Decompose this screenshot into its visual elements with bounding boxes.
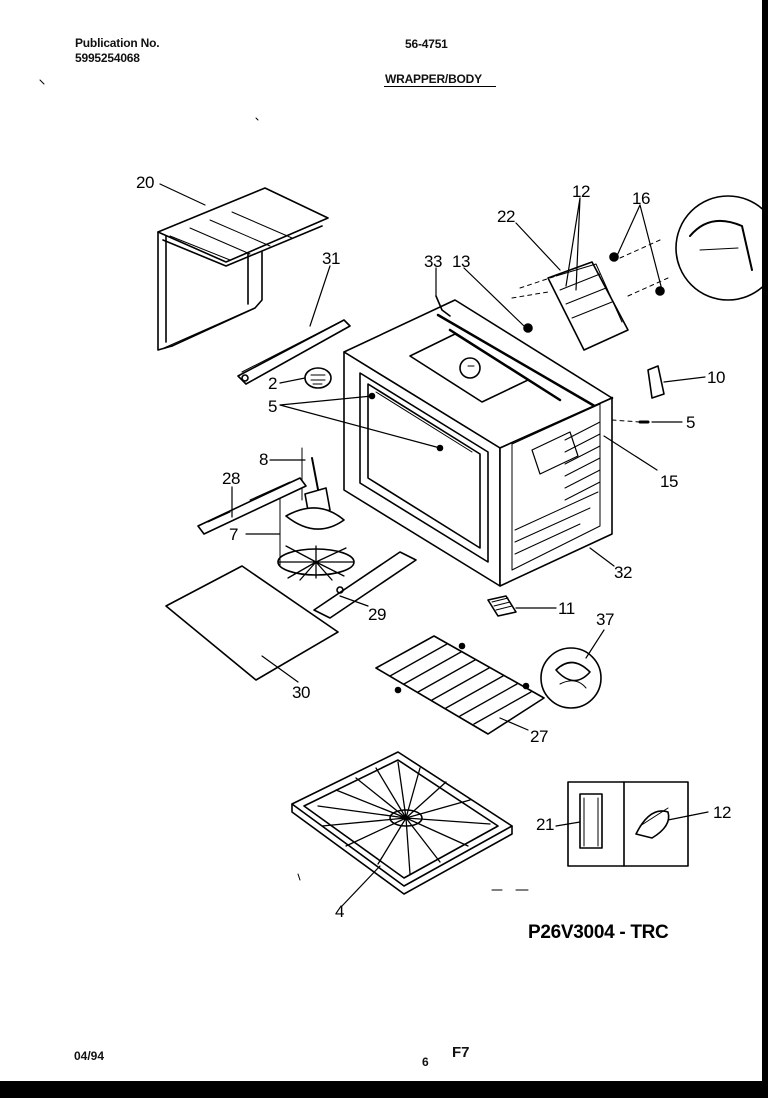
scan-marks [40, 80, 528, 890]
callout-37: 37 [596, 610, 614, 629]
parts-inset-box [568, 782, 688, 866]
callout-31: 31 [322, 249, 340, 268]
tray-plate-part [166, 566, 338, 680]
footer-page-number: 6 [422, 1055, 429, 1069]
footer-figure: F7 [452, 1044, 470, 1061]
callout-28: 28 [222, 469, 240, 488]
top-bracket-part [436, 296, 450, 316]
lower-rail-part [314, 552, 416, 618]
drip-pan-part [292, 752, 512, 894]
small-round-part [305, 368, 331, 388]
outer-wrapper-part [158, 188, 328, 350]
model-number: 56-4751 [405, 37, 448, 51]
hinge-bracket-part [512, 240, 668, 350]
header-rule [384, 86, 496, 87]
callout-33: 33 [424, 252, 442, 271]
detail-view-circle [676, 196, 762, 300]
footer-date: 04/94 [74, 1049, 105, 1063]
callout-4: 4 [335, 902, 344, 921]
publication-number: 5995254068 [75, 51, 140, 65]
clip-part [648, 366, 664, 398]
stirrer-assembly-part [278, 448, 354, 580]
callout-29: 29 [368, 605, 386, 624]
callout-16: 16 [632, 189, 650, 208]
callout-32: 32 [614, 563, 632, 582]
callout-11: 11 [558, 599, 575, 618]
leader-lines [160, 184, 708, 906]
circular-detail-part [541, 648, 601, 708]
callout-12: 12 [572, 182, 590, 201]
section-title: WRAPPER/BODY [385, 72, 482, 86]
callout-7: 7 [229, 525, 238, 544]
callout-20: 20 [136, 173, 154, 192]
callout-12-inset: 12 [713, 803, 731, 822]
trim-bar-part [238, 320, 350, 384]
diagram-code: P26V3004 - TRC [528, 922, 669, 943]
callout-30: 30 [292, 683, 310, 702]
oven-rack-part [376, 636, 544, 734]
callout-13: 13 [452, 252, 470, 271]
drive-rod-part [198, 478, 306, 534]
oven-body-part [344, 300, 612, 586]
callout-2: 2 [268, 374, 277, 393]
callout-5-left: 5 [268, 397, 277, 416]
callout-5-right: 5 [686, 413, 695, 432]
callout-8: 8 [259, 450, 268, 469]
screw-part [524, 324, 532, 332]
callout-21: 21 [536, 815, 554, 834]
callout-15: 15 [660, 472, 678, 491]
parts-diagram-sheet: Publication No. 5995254068 56-4751 WRAPP… [0, 0, 762, 1081]
callout-27: 27 [530, 727, 548, 746]
publication-label: Publication No. [75, 36, 160, 50]
callout-22: 22 [497, 207, 515, 226]
exploded-view-drawing [0, 0, 762, 1081]
callout-10: 10 [707, 368, 725, 387]
